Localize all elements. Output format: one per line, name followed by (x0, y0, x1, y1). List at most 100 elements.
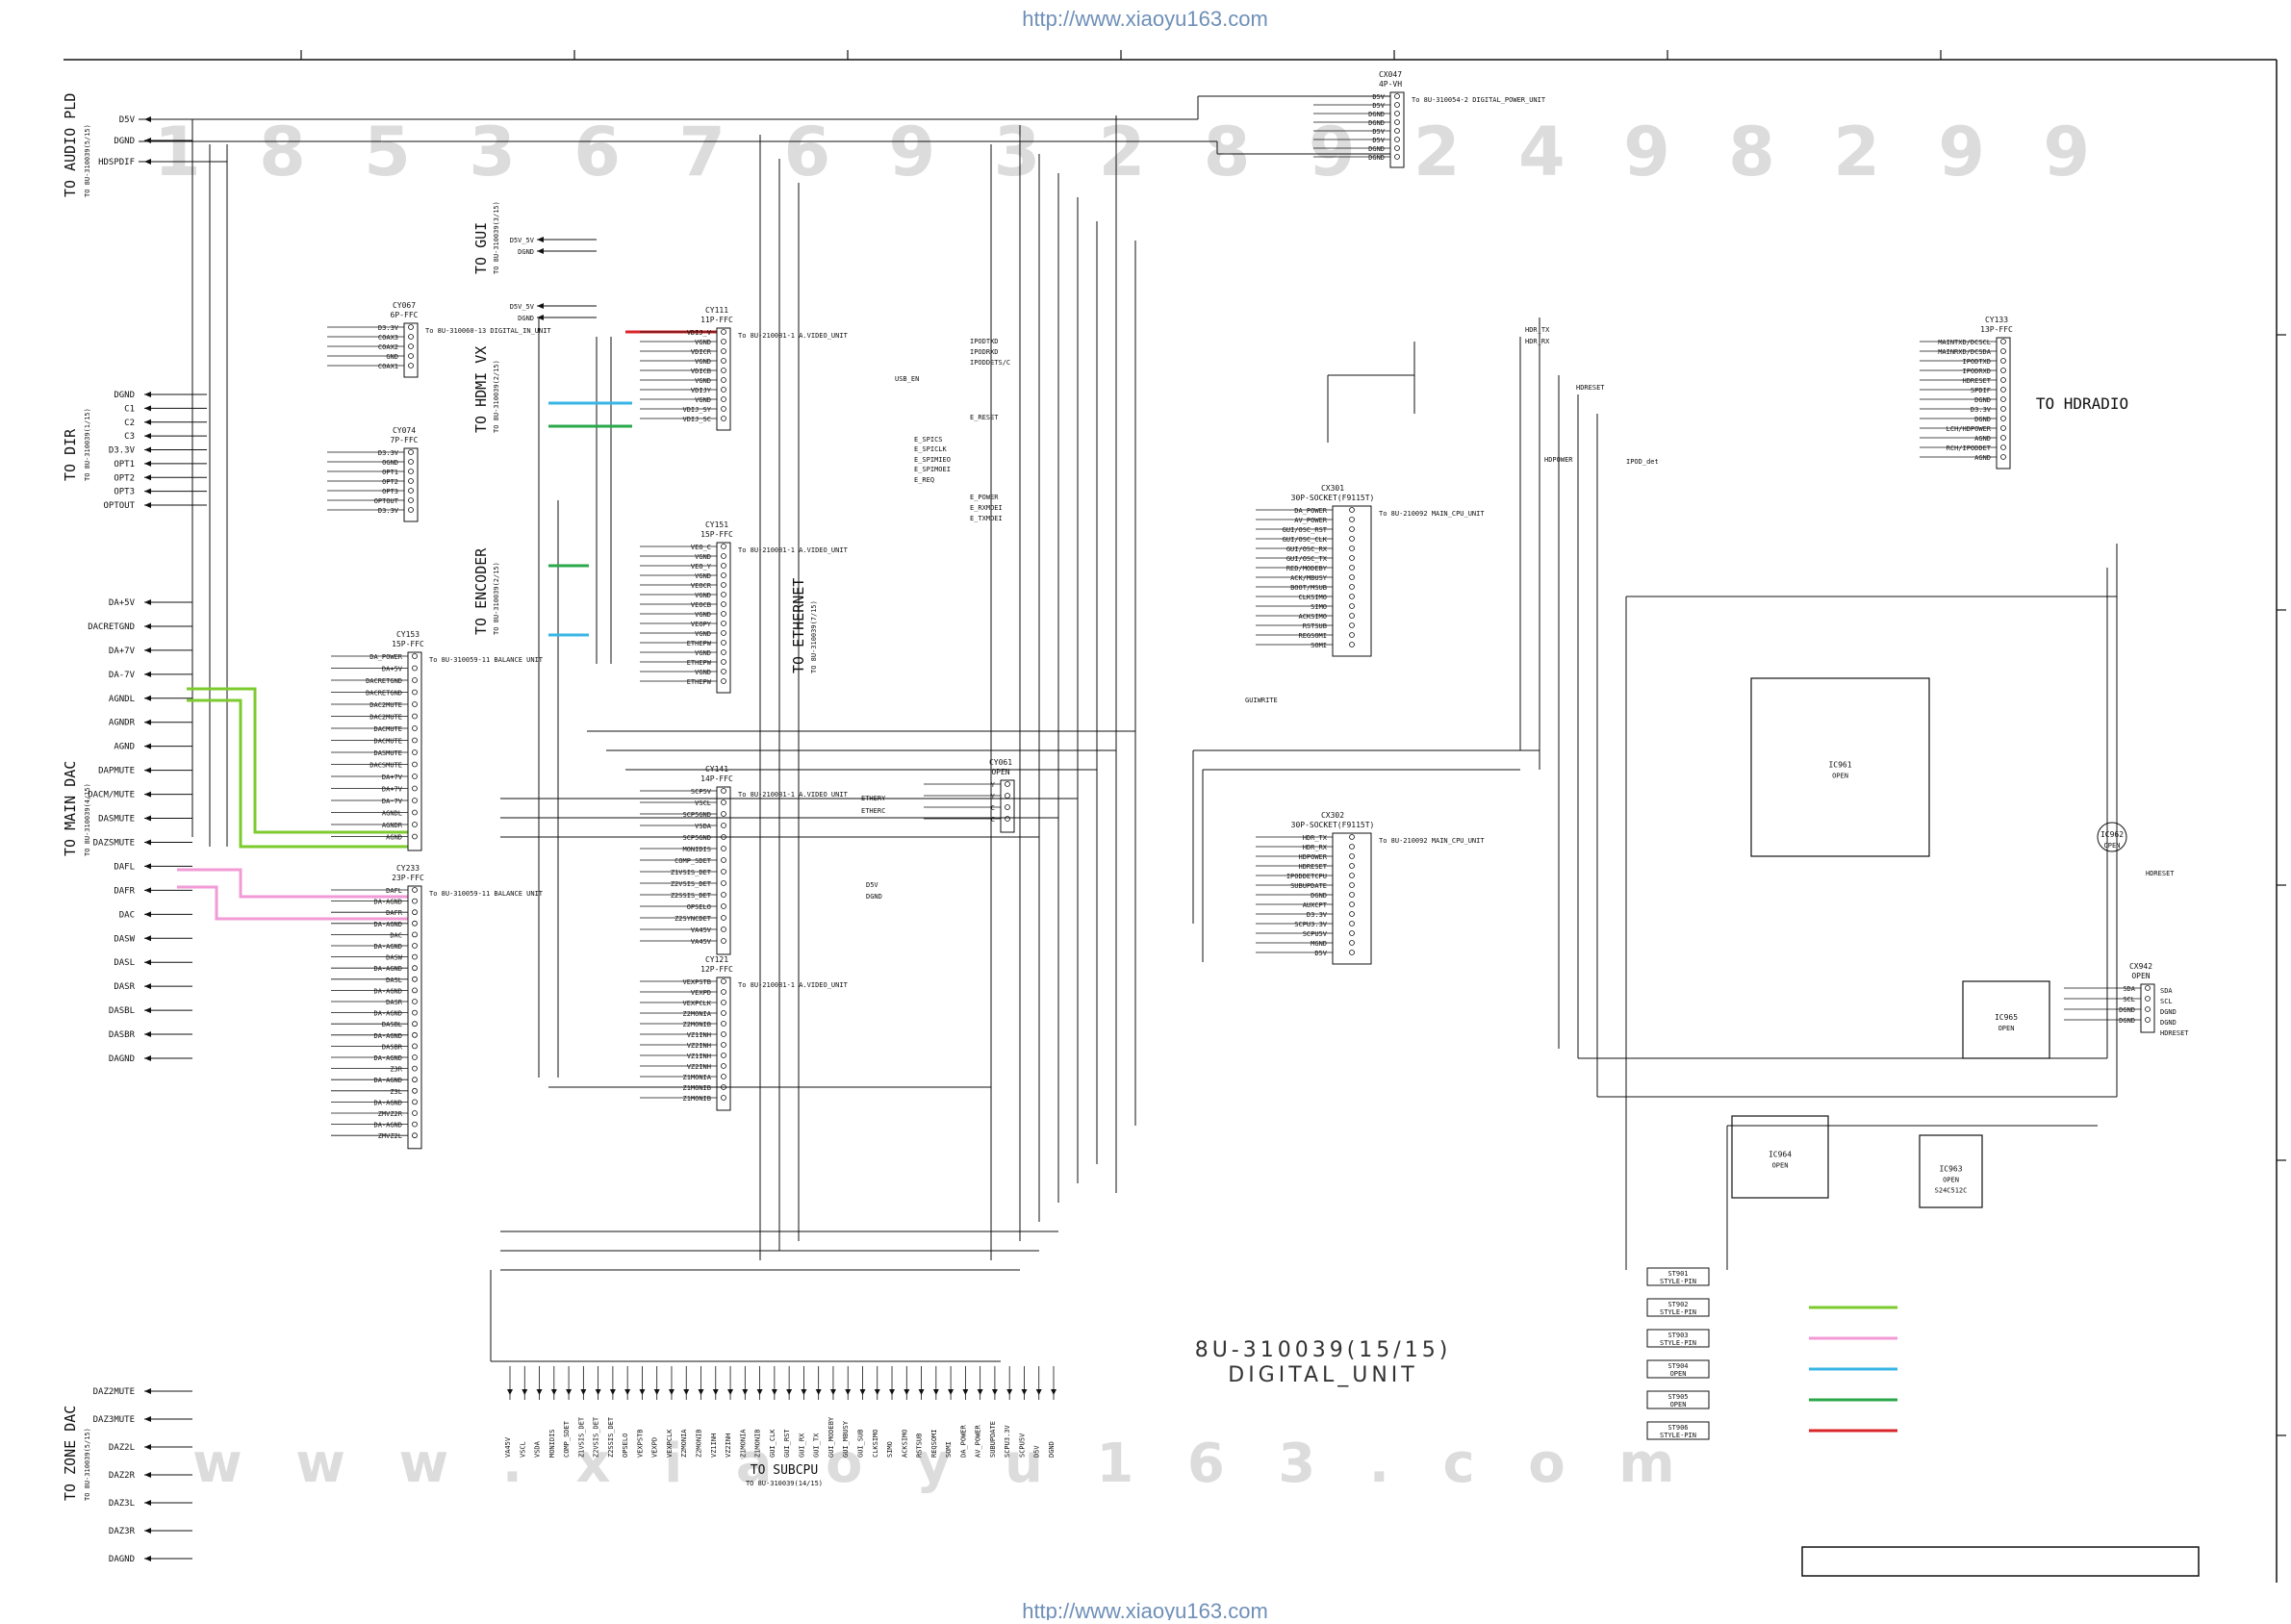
connector-pin-label: Z2MONIA (682, 1010, 711, 1018)
connector-pin-label: SUBUPDATE (1290, 882, 1327, 890)
connector-pin-label: SIMO (1311, 603, 1327, 611)
connector-type: 4P-VH (1379, 80, 1402, 89)
connector-pin (412, 953, 418, 960)
bus-arrow (522, 1389, 528, 1395)
connector-pin-label: MAINTXD/DCSCL (1938, 339, 1991, 346)
net-label: E_TXMOEI (970, 515, 1003, 522)
subcpu-bus-label: VEXPSTB (636, 1429, 644, 1458)
bus-arrow (550, 1389, 557, 1395)
connector-pin (721, 659, 726, 665)
connector-pin (412, 761, 418, 768)
legend: ST901STYLE-PINST902STYLE-PINST903STYLE-P… (1646, 1267, 1897, 1440)
legend-ref: ST903 (1667, 1332, 1688, 1339)
connector-pin (412, 1087, 418, 1094)
connector-pin (1394, 128, 1400, 134)
connector-pin-label: DAFR (386, 909, 403, 917)
target-zone-dac: TO ZONE DAC (62, 1406, 79, 1501)
connector-pin (1349, 507, 1355, 513)
connector-pin (2000, 377, 2006, 383)
connector-pin-label: DACMUTE (373, 738, 402, 746)
connector-pin-label: GUI/OSC_RX (1286, 546, 1328, 553)
legend-box (1646, 1329, 1710, 1348)
connector-pin-label: MGND (1311, 940, 1327, 948)
connector-pin-label: VEOPY (691, 621, 712, 628)
connector-pin (2000, 406, 2006, 412)
subcpu-bus-label: SUBUPDATE (989, 1421, 997, 1458)
connector-pin-label: VA45V (691, 938, 712, 946)
net-label: GUIWRITE (1245, 697, 1278, 704)
connector-pin-label: VGND (695, 649, 711, 657)
connector-body (716, 327, 731, 431)
connector-pin-label: Z2MONIB (682, 1021, 711, 1028)
left-signal-label: DAZ2L (109, 1443, 135, 1453)
connector-pin (2000, 416, 2006, 421)
zone-dac-signals: DAZ2MUTEDAZ3MUTEDAZ2LDAZ2RDAZ3LDAZ3RDAGN… (93, 1387, 192, 1564)
connector-pin (408, 459, 414, 465)
top-url[interactable]: http://www.xiaoyu163.com (1022, 7, 1268, 31)
connector-pin (1349, 921, 1355, 926)
connector-pin (2000, 435, 2006, 441)
connector-pin (412, 774, 418, 779)
connector-pin-label: SDA (2123, 985, 2135, 993)
connector-pin-label: CLKSIMO (1298, 594, 1327, 601)
connector-pin (721, 553, 726, 559)
connector-pin (412, 965, 418, 972)
connector-pin (1349, 622, 1355, 628)
connector-ref: CY153 (396, 630, 420, 639)
connector-pin-label: MAINRXD/DCSDA (1938, 348, 1992, 356)
connector-pin (721, 926, 726, 932)
connector-pin (412, 822, 418, 827)
connector-pin (412, 749, 418, 755)
connector-pin (721, 857, 726, 863)
connector-pin-label: VSDA (695, 823, 712, 830)
connector-pin-label: GND (386, 353, 398, 361)
legend-ref: ST905 (1667, 1393, 1688, 1401)
connector-pin-label: DAC2MUTE (369, 714, 402, 722)
bus-arrow (507, 1389, 513, 1395)
left-signal-label: DAZ2MUTE (93, 1387, 135, 1397)
connector-pin (721, 1084, 726, 1090)
connector-ref: CY141 (705, 765, 728, 774)
connector-pin-label: REGSOMI (1298, 632, 1327, 640)
grid-ticks (300, 50, 2286, 1436)
connector-pin-label: OPT2 (382, 478, 398, 486)
connector-pin-label: OGND (382, 459, 398, 467)
connector-pin (412, 909, 418, 916)
legend-box (1646, 1267, 1710, 1286)
bus-arrow (1006, 1389, 1013, 1395)
connector-dest: To 8U-210081-1 A.VIDEO_UNIT (738, 332, 849, 340)
connector-pin (1349, 565, 1355, 571)
connector-pin-label: Z1MONIB (682, 1095, 711, 1103)
subcpu-bus-label: Z2MONIB (696, 1429, 703, 1458)
left-signal-label: AGND (114, 743, 135, 752)
connector-pin-label: DASBL (382, 1021, 402, 1028)
connector-body (403, 322, 419, 378)
legend-label: STYLE-PIN (1660, 1432, 1696, 1439)
connector-pin-label: VZ1INH (687, 1031, 711, 1039)
connector-pin (408, 507, 414, 513)
connector-pin (2000, 368, 2006, 373)
connector-pin (1394, 119, 1400, 125)
subcpu-bus-label: OPSELO (622, 1434, 629, 1458)
subcpu-bus-label: GUI_MODEBY (827, 1416, 835, 1458)
connector-pin-label: RSTSUB (1303, 622, 1327, 630)
connector-pin-label: OPT1 (382, 469, 398, 476)
connector-pin (412, 833, 418, 840)
subcpu-bus-label: D5V (1033, 1445, 1041, 1458)
connector-pin (721, 416, 726, 421)
connector-pin-label: DA-AGND (373, 987, 402, 995)
connector-pin-label: AGND (1974, 435, 1991, 443)
subcpu-bus-label: RSTSUB (916, 1434, 924, 1458)
connector-pin (408, 497, 414, 503)
connector-pin-label: COAX2 (378, 343, 398, 351)
bus-arrow (536, 1389, 543, 1395)
transistor-body (2097, 822, 2127, 852)
connector-pin-label: GUI/OSC_RST (1283, 526, 1328, 534)
connector-pin (408, 449, 414, 455)
bottom-url[interactable]: http://www.xiaoyu163.com (1022, 1599, 1268, 1623)
connector-type: 13P-FFC (1980, 325, 2013, 334)
connector-pin (721, 846, 726, 851)
connector-pin-label: D5V (1372, 93, 1385, 101)
connector-pin-label: VDIJY (691, 387, 712, 394)
connector-pin (412, 665, 418, 672)
